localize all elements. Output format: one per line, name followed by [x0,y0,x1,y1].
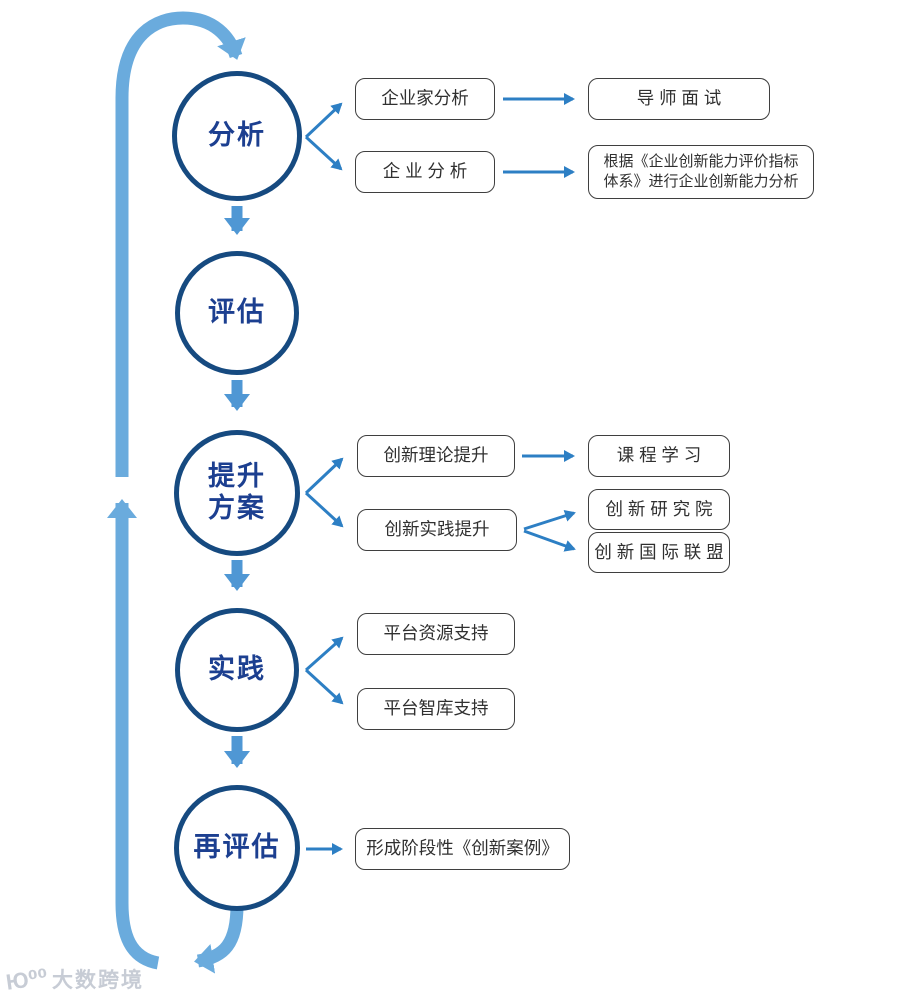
box-platform-thinktank: 平台智库支持 [357,688,515,730]
arrow-practice-institute [523,510,576,531]
watermark: Ю⁰⁰ 大数跨境 [4,964,144,995]
stage-circle-practice: 实践 [175,608,299,732]
branch-arrow-practice-thinktank [304,668,344,705]
box-mentor-interview: 导 师 面 试 [588,78,770,120]
stage-circle-improvement-plan: 提升 方案 [174,430,300,556]
branch-arrow-practice-resource [305,636,344,672]
branch-arrow-analysis-entrepreneur [304,102,343,139]
box-capability-analysis: 根据《企业创新能力评价指标 体系》进行企业创新能力分析 [588,145,814,199]
branch-arrow-plan-practice [304,491,344,528]
stage-circle-reevaluation: 再评估 [174,785,300,911]
arrow-practice-alliance [523,529,576,552]
box-enterprise-analysis: 企 业 分 析 [355,151,495,193]
box-innovation-theory: 创新理论提升 [357,435,515,477]
loop-line-left-bottom [107,499,160,970]
box-innovation-case: 形成阶段性《创新案例》 [355,828,570,870]
box-entrepreneur-analysis: 企业家分析 [355,78,495,120]
branch-arrow-plan-theory [304,457,344,495]
box-innovation-practice: 创新实践提升 [357,509,517,551]
stage-circle-analysis: 分析 [172,71,302,201]
loop-arrow-bottom [194,904,244,974]
box-platform-resource: 平台资源支持 [357,613,515,655]
watermark-logo-icon: Ю⁰⁰ [4,964,50,995]
branch-arrow-analysis-enterprise [304,135,343,171]
box-innovation-alliance: 创 新 国 际 联 盟 [588,532,730,573]
watermark-brand-text: 大数跨境 [51,969,144,992]
box-course-study: 课 程 学 习 [588,435,730,477]
stage-circle-evaluation: 评估 [175,251,299,375]
box-innovation-institute: 创 新 研 究 院 [588,489,730,530]
